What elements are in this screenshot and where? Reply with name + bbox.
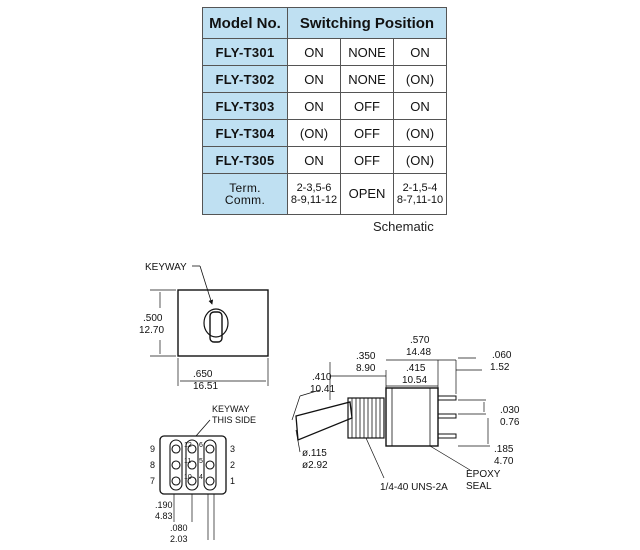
- pin-number: 2: [230, 460, 235, 470]
- lever-front: [209, 311, 223, 343]
- position-cell: NONE: [340, 65, 394, 93]
- keyway-label: KEYWAY: [145, 262, 187, 273]
- keyway-this-side-label: THIS SIDE: [212, 415, 256, 425]
- schematic-label: Schematic: [373, 219, 434, 234]
- lever-side: [295, 401, 353, 441]
- position-cell: ON: [287, 65, 341, 93]
- pitch-mm: 4.83: [155, 511, 173, 521]
- bushing-circle: [203, 308, 229, 338]
- position-cell: ON: [287, 146, 341, 174]
- pin-number: 10: [184, 474, 192, 481]
- position-cell: ON: [287, 38, 341, 66]
- height-inch: .500: [143, 313, 163, 324]
- term-value-line: 2-1,5-4: [402, 182, 438, 194]
- term-cell: 2-3,5-6 8-9,11-12: [287, 173, 341, 215]
- model-cell: FLY-T302: [202, 65, 288, 93]
- terminal-thickness-inch: .060: [492, 350, 512, 361]
- keyway-this-side-label: KEYWAY: [212, 404, 250, 414]
- lever-diameter-inch: ø.115: [302, 448, 327, 459]
- model-cell: FLY-T305: [202, 146, 288, 174]
- terminals-side: [437, 395, 457, 439]
- pin-width-mm: 2.03: [170, 534, 188, 544]
- pin-number: 11: [184, 458, 191, 465]
- header-switching-position: Switching Position: [287, 7, 447, 39]
- pin-number: 4: [199, 474, 203, 481]
- body-length-inch: .415: [406, 363, 426, 374]
- position-cell: ON: [393, 38, 447, 66]
- terminal-base: [159, 435, 227, 495]
- table-row: FLY-T303 ON OFF ON: [202, 92, 447, 120]
- pin-number: 5: [199, 458, 203, 465]
- epoxy-seal-label: SEAL: [466, 481, 492, 492]
- terminal-gap-mm: 0.76: [500, 417, 520, 428]
- pin-number: 12: [184, 442, 192, 449]
- terminal-thickness-mm: 1.52: [490, 362, 510, 373]
- term-value-line: 2-3,5-6: [296, 182, 332, 194]
- model-cell: FLY-T303: [202, 92, 288, 120]
- threaded-bushing: [347, 397, 385, 439]
- total-length-inch: .570: [410, 335, 430, 346]
- pin-number: 7: [150, 476, 155, 486]
- body-length-mm: 10.54: [402, 375, 427, 386]
- terminal-length-inch: .185: [494, 444, 514, 455]
- term-label-line: Term.: [229, 181, 261, 195]
- header-model-no: Model No.: [202, 7, 288, 39]
- epoxy-seal-label: EPOXY: [466, 469, 501, 480]
- position-cell: (ON): [393, 65, 447, 93]
- switching-position-table: Model No. Switching Position FLY-T301 ON…: [202, 7, 447, 215]
- term-value-line: 8-9,11-12: [290, 194, 338, 206]
- table-row: FLY-T302 ON NONE (ON): [202, 65, 447, 93]
- height-mm: 12.70: [139, 325, 164, 336]
- lever-length-inch: .410: [312, 372, 332, 383]
- width-mm: 16.51: [193, 381, 218, 392]
- pin-number: 1: [230, 476, 235, 486]
- terminal-length-mm: 4.70: [494, 456, 514, 467]
- term-comm-label: Term. Comm.: [202, 173, 288, 215]
- position-cell: OFF: [340, 119, 394, 147]
- table-header-row: Model No. Switching Position: [202, 7, 447, 39]
- terminal-gap-inch: .030: [500, 405, 520, 416]
- width-inch: .650: [193, 369, 213, 380]
- terminal-view: KEYWAY THIS SIDE 9 8 7 3 2 1 12 6 11 5 1…: [150, 404, 256, 544]
- switch-body-front: [177, 289, 269, 357]
- term-cell: 2-1,5-4 8-7,11-10: [393, 173, 447, 215]
- front-view: KEYWAY .500 12.70 .650 16.51: [139, 262, 269, 392]
- term-cell: OPEN: [340, 173, 394, 215]
- table-row: FLY-T301 ON NONE ON: [202, 38, 447, 66]
- pin-number: 9: [150, 444, 155, 454]
- lever-diameter-mm: ø2.92: [302, 460, 328, 471]
- comm-label-line: Comm.: [224, 193, 266, 207]
- thread-spec: 1/4-40 UNS-2A: [380, 482, 448, 493]
- bushing-length-inch: .350: [356, 351, 376, 362]
- pin-number: 3: [230, 444, 235, 454]
- table-row: FLY-T304 (ON) OFF (ON): [202, 119, 447, 147]
- pitch-inch: .190: [155, 500, 173, 510]
- terminal-common-row: Term. Comm. 2-3,5-6 8-9,11-12 OPEN 2-1,5…: [202, 173, 447, 215]
- side-view: .570 14.48 .350 8.90 .415 10.54 .410 10.…: [291, 335, 520, 493]
- lever-length-mm: 10.41: [310, 384, 335, 395]
- bushing-length-mm: 8.90: [356, 363, 376, 374]
- position-cell: ON: [393, 92, 447, 120]
- pin-number: 6: [199, 442, 203, 449]
- pin-number: 8: [150, 460, 155, 470]
- position-cell: (ON): [393, 119, 447, 147]
- total-length-mm: 14.48: [406, 347, 431, 358]
- pin-width-inch: .080: [170, 523, 188, 533]
- term-value-line: 8-7,11-10: [396, 194, 444, 206]
